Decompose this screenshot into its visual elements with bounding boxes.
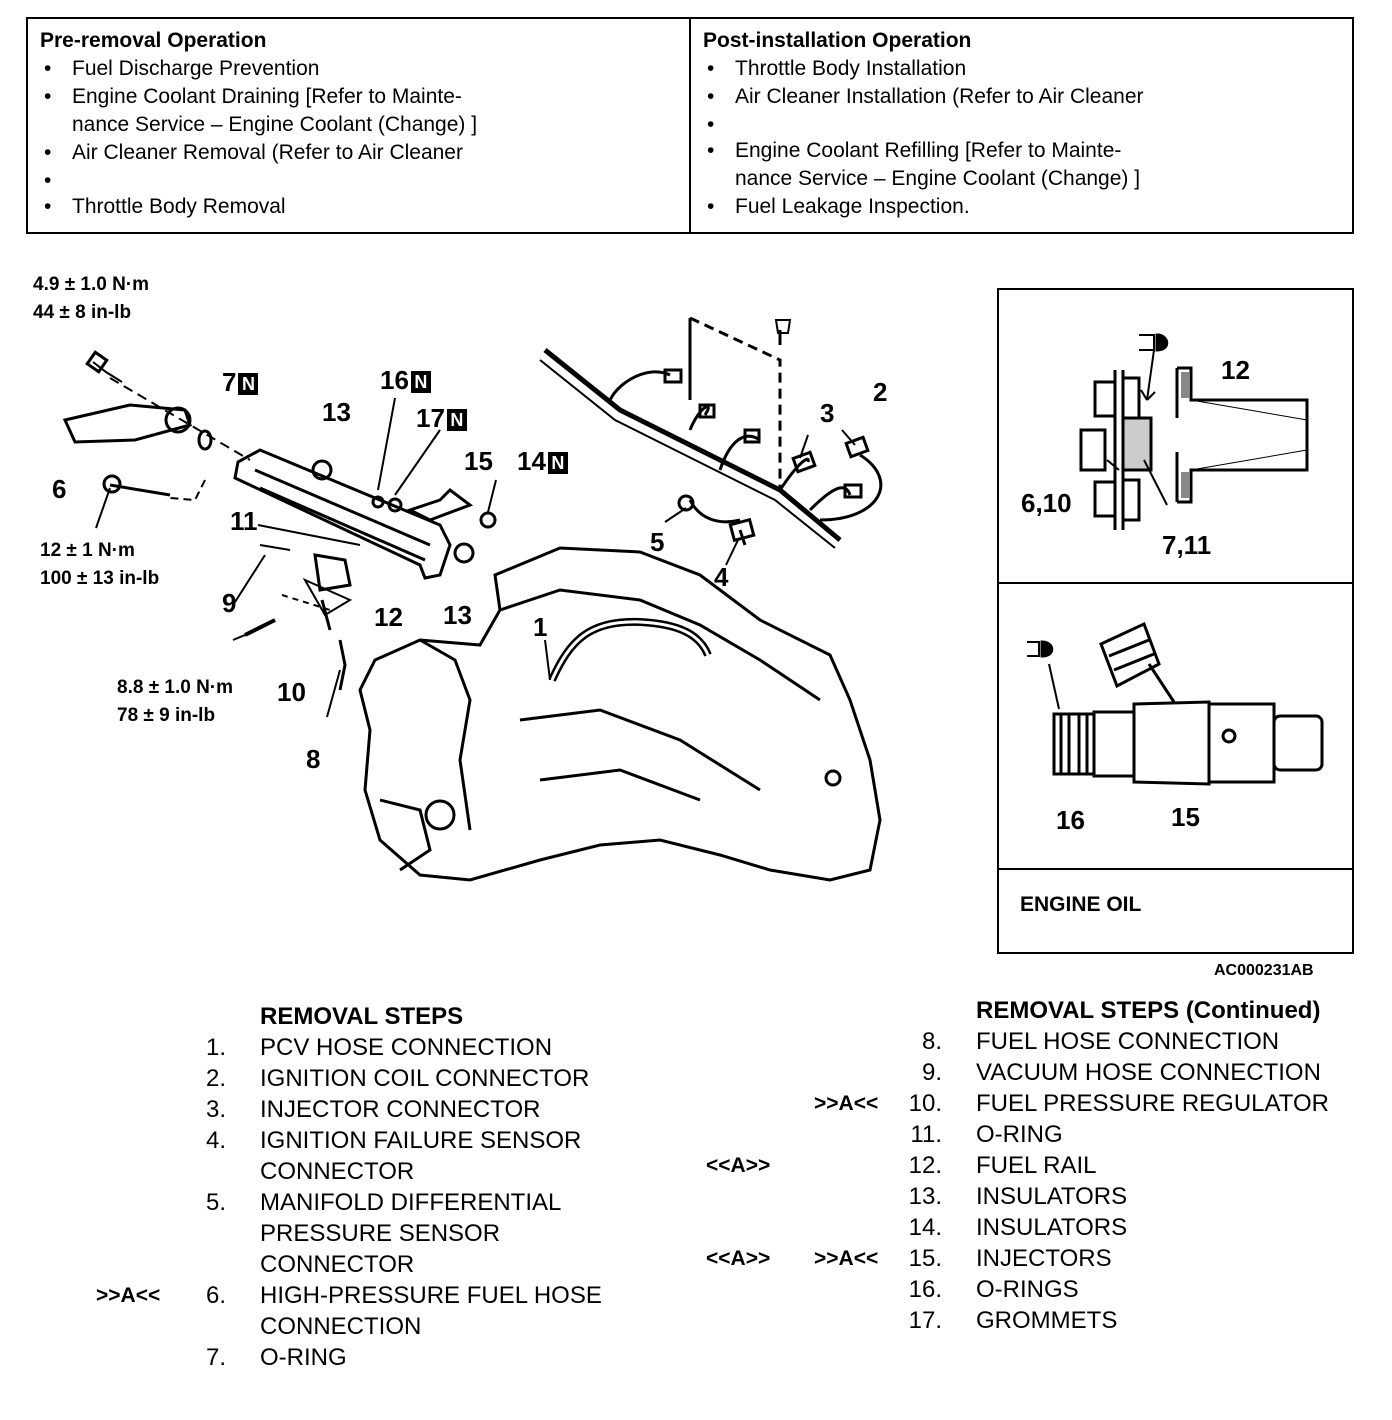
step-row: 3.INJECTOR CONNECTOR — [205, 1096, 541, 1123]
removal-steps-cont-title-row: REMOVAL STEPS (Continued) — [706, 995, 1376, 1026]
callout-1: 1 — [533, 612, 548, 642]
callout-5: 5 — [650, 527, 665, 557]
detail-label-15: 15 — [1171, 802, 1200, 832]
post-installation-item: Throttle Body Installation — [703, 55, 1340, 83]
step-row: PRESSURE SENSOR — [260, 1220, 501, 1247]
engine-block-outline — [358, 546, 882, 882]
wiring-harness — [543, 348, 842, 542]
step-row: >>A<<6.HIGH-PRESSURE FUEL HOSE — [96, 1282, 602, 1309]
injector-detail-drawing — [1027, 621, 1324, 786]
removal-steps-title-row: REMOVAL STEPS — [90, 1001, 650, 1032]
post-installation-item: Air Cleaner Installation (Refer to Air C… — [703, 83, 1340, 111]
removal-steps-continued: REMOVAL STEPS (Continued) 8.FUEL HOSE CO… — [706, 995, 1376, 1336]
post-installation-item: Engine Coolant Refilling [Refer to Maint… — [703, 137, 1340, 193]
pre-removal-item: Engine Coolant Draining [Refer to Mainte… — [40, 83, 677, 139]
step-row: 16.O-RINGS — [908, 1276, 1079, 1303]
grommet-17 — [387, 497, 403, 513]
removal-steps-title: REMOVAL STEPS — [260, 1003, 464, 1030]
step-row: 4.IGNITION FAILURE SENSOR — [205, 1127, 582, 1154]
pre-removal-item: Air Cleaner Removal (Refer to Air Cleane… — [40, 139, 677, 167]
pre-removal-title: Pre-removal Operation — [40, 29, 267, 52]
operation-table: Pre-removal Operation Fuel Discharge Pre… — [26, 17, 1354, 234]
post-installation-list: Throttle Body Installation Air Cleaner I… — [703, 55, 1340, 221]
callout-6: 6 — [52, 474, 67, 504]
connector-2 — [844, 435, 870, 459]
step-row: 8.FUEL HOSE CONNECTION — [921, 1028, 1280, 1055]
detail-label-6-10: 6,10 — [1021, 488, 1072, 518]
step-row: >>A<<10.FUEL PRESSURE REGULATOR — [814, 1090, 1329, 1117]
insulator-14 — [479, 511, 497, 529]
engine-oil-legend: ENGINE OIL — [1020, 893, 1142, 916]
pre-removal-column: Pre-removal Operation Fuel Discharge Pre… — [28, 19, 689, 232]
post-installation-column: Post-installation Operation Throttle Bod… — [689, 19, 1352, 232]
step-row: 1.PCV HOSE CONNECTION — [205, 1034, 553, 1061]
pre-removal-item: Throttle Body Removal — [40, 193, 677, 221]
step-row: 13.INSULATORS — [908, 1183, 1128, 1210]
callout-10: 10 — [277, 677, 306, 707]
detail-label-16: 16 — [1056, 805, 1085, 835]
post-installation-item: Fuel Leakage Inspection. — [703, 193, 1340, 221]
step-row: 5.MANIFOLD DIFFERENTIAL — [205, 1189, 562, 1216]
step-row: CONNECTOR — [260, 1158, 415, 1185]
fuel-rail — [233, 448, 452, 580]
step-row: 7.O-RING — [205, 1344, 347, 1371]
callout-15: 15 — [464, 446, 493, 476]
step-row: CONNECTOR — [260, 1251, 415, 1278]
step-row: 17.GROMMETS — [908, 1307, 1118, 1334]
connector-5 — [677, 494, 695, 512]
callout-4: 4 — [714, 562, 729, 592]
removal-steps-cont-title: REMOVAL STEPS (Continued) — [976, 997, 1321, 1024]
callout-13-bottom: 13 — [443, 600, 472, 630]
spacer — [40, 167, 677, 195]
callout-13-top: 13 — [322, 397, 351, 427]
pre-removal-list: Fuel Discharge Prevention Engine Coolant… — [40, 55, 677, 221]
callout-11: 11 — [230, 506, 258, 536]
callout-3: 3 — [820, 398, 835, 428]
detail-label-12: 12 — [1221, 355, 1250, 385]
new-part-tag: N — [547, 452, 568, 475]
detail-label-7-11: 7,11 — [1162, 530, 1212, 560]
step-row: 2.IGNITION COIL CONNECTOR — [205, 1065, 590, 1092]
new-part-tag: N — [238, 373, 259, 396]
step-row: <<A>>>>A<<15.INJECTORS — [706, 1245, 1112, 1272]
divider — [999, 582, 1352, 584]
step-row: 14.INSULATORS — [908, 1214, 1128, 1241]
callout-12: 12 — [374, 602, 403, 632]
o-ring-16 — [371, 495, 385, 509]
callout-9: 9 — [222, 588, 237, 618]
figure-code: AC000231AB — [1214, 962, 1314, 979]
removal-steps: REMOVAL STEPS 1.PCV HOSE CONNECTION 2.IG… — [90, 1001, 650, 1373]
fuel-rail-detail-drawing — [1079, 333, 1309, 530]
step-row: <<A>>12.FUEL RAIL — [706, 1152, 1097, 1179]
new-part-tag: N — [410, 371, 431, 394]
step-row: 9.VACUUM HOSE CONNECTION — [921, 1059, 1321, 1086]
divider — [999, 868, 1352, 870]
connector-4 — [728, 517, 756, 543]
post-installation-title: Post-installation Operation — [703, 29, 972, 52]
spacer — [703, 111, 1340, 139]
new-part-tag: N — [446, 409, 467, 432]
step-row: 11.O-RING — [910, 1121, 1063, 1148]
callout-8: 8 — [306, 744, 321, 774]
detail-panel: 12 6,10 7,11 16 15 — [997, 288, 1354, 954]
callout-2: 2 — [873, 377, 888, 407]
step-row: CONNECTION — [260, 1313, 422, 1340]
injector-15 — [406, 488, 474, 522]
fuel-pressure-regulator — [313, 553, 352, 592]
pre-removal-item: Fuel Discharge Prevention — [40, 55, 677, 83]
